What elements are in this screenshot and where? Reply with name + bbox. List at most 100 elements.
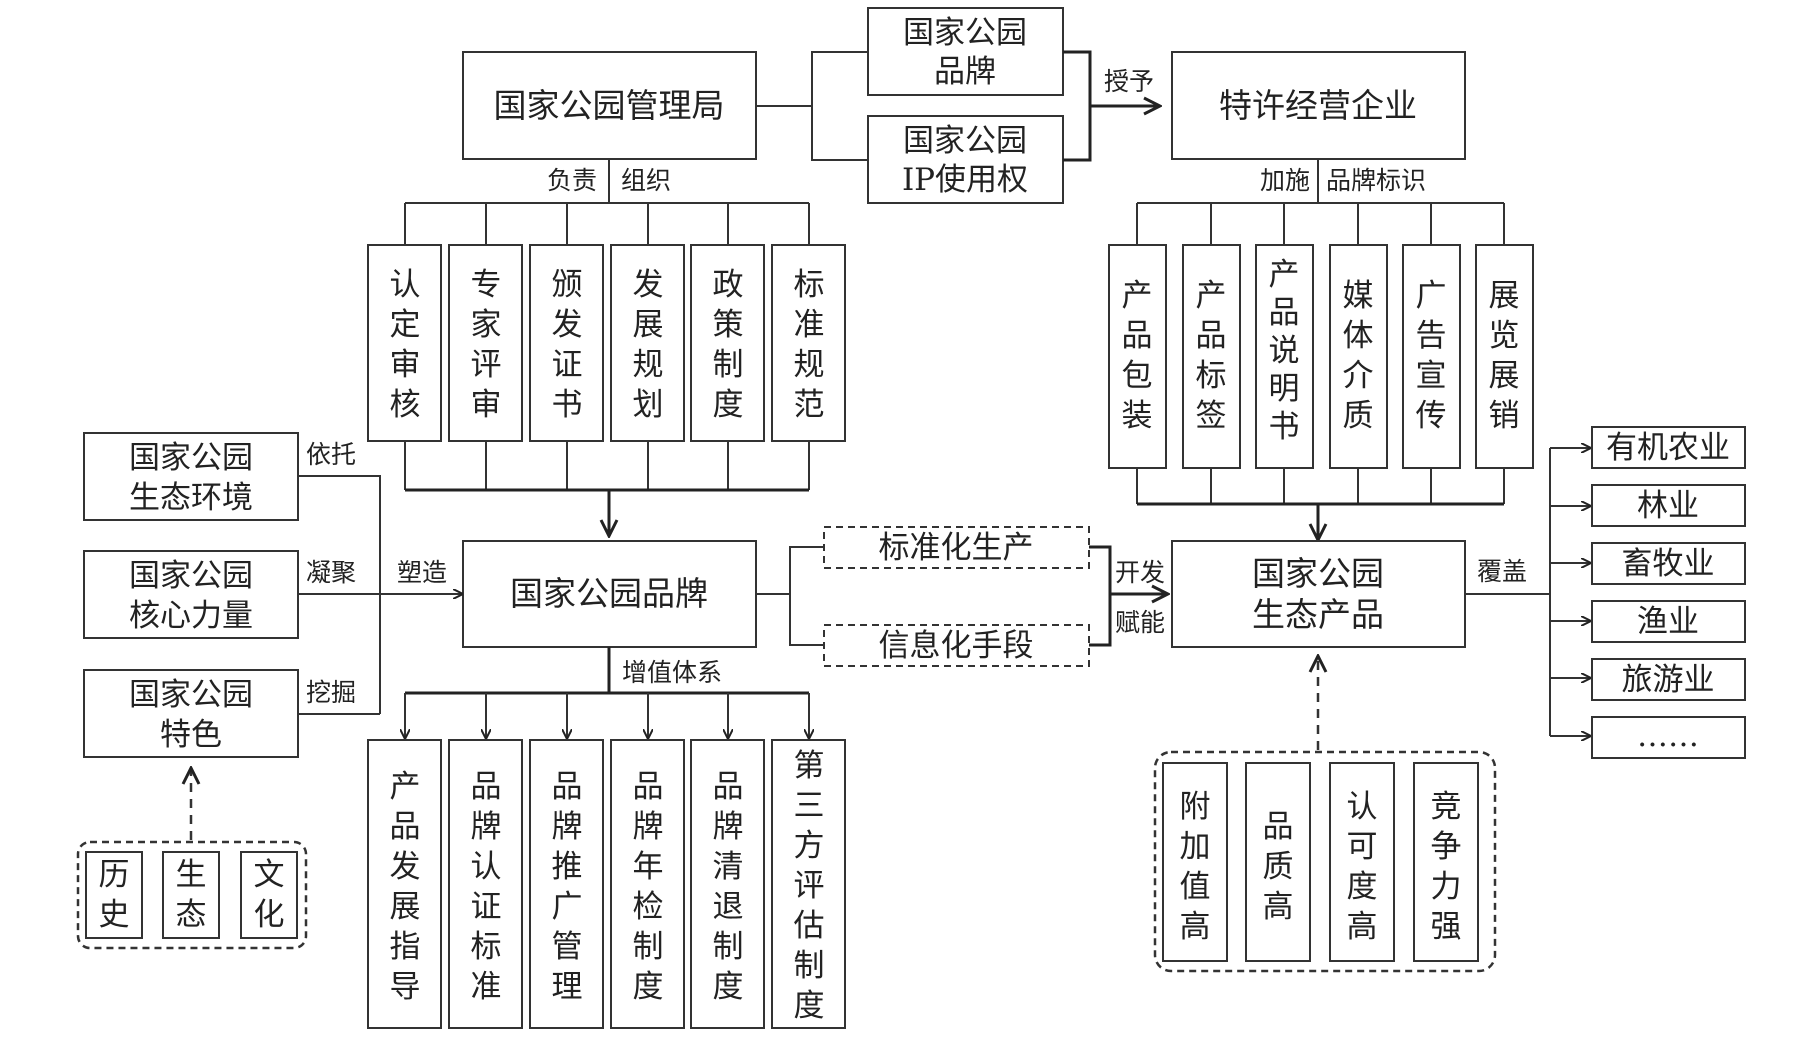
feature-group [76,840,308,950]
feature-item-history: 历 史 [85,851,143,939]
svg-text:划: 划 [633,387,664,423]
svg-text:证: 证 [471,889,502,925]
brand-mark-column-6: 展 览 展 销 [1475,244,1534,469]
svg-text:……: …… [1637,718,1699,754]
ip-right-box [867,115,1064,204]
industry-item-4: 渔业 [1591,600,1746,643]
value-column-4: 品 牌 年 检 制 度 [610,739,685,1029]
product-traits-group [1153,750,1497,973]
svg-text:书: 书 [552,387,583,423]
industry-item-5: 旅游业 [1591,658,1746,701]
ip-right-line1: 国家公园 [903,123,1027,159]
value-system-label: 增值体系 [622,658,722,687]
svg-text:渔业: 渔业 [1637,604,1699,640]
svg-text:三: 三 [794,788,825,824]
organize-label: 组织 [621,166,671,195]
svg-text:第: 第 [794,748,825,784]
trait-item-4: 竞 争 力 强 [1413,762,1479,962]
duty-column-5: 政 策 制 度 [690,244,765,442]
duty-to-brand-arrow [405,488,809,536]
svg-text:发: 发 [633,267,664,303]
svg-text:告: 告 [1416,318,1447,354]
svg-text:品: 品 [1196,318,1227,354]
feature-item-culture: 文 化 [240,851,298,939]
svg-text:品: 品 [471,769,502,805]
svg-text:体: 体 [1343,318,1374,354]
feature-item-ecology: 生 态 [162,851,220,939]
svg-text:林业: 林业 [1637,488,1699,524]
svg-text:说: 说 [1269,333,1300,369]
gather-label: 凝聚 [306,558,356,587]
feature-box [83,669,299,758]
svg-text:产: 产 [1269,257,1300,293]
svg-text:制: 制 [633,929,664,965]
svg-text:导: 导 [390,969,421,1005]
bureau-label: 国家公园管理局 [494,86,725,125]
svg-text:展: 展 [633,307,664,343]
svg-text:展: 展 [1489,278,1520,314]
eco-env-line1: 国家公园 [129,440,253,476]
value-column-1: 产 品 发 展 指 导 [367,739,442,1029]
svg-text:包: 包 [1122,358,1153,394]
develop-label: 开发 [1115,558,1165,587]
svg-text:牌: 牌 [471,809,502,845]
svg-text:评: 评 [794,868,825,904]
svg-text:文: 文 [254,857,285,893]
responsible-label: 负责 [547,166,597,195]
svg-text:品: 品 [1122,318,1153,354]
shape-label: 塑造 [397,558,447,587]
svg-text:标: 标 [794,267,825,303]
enterprise-label: 特许经营企业 [1219,86,1417,125]
svg-text:审: 审 [390,347,421,383]
svg-text:政: 政 [713,267,744,303]
eco-env-box [83,432,299,521]
svg-text:品: 品 [633,769,664,805]
svg-text:装: 装 [1122,398,1153,434]
brand-mark-column-2: 产 品 标 签 [1182,244,1241,469]
svg-text:销: 销 [1489,398,1520,434]
brand-mark-column-1: 产 品 包 装 [1108,244,1167,469]
svg-text:证: 证 [552,347,583,383]
svg-text:推: 推 [552,849,583,885]
svg-text:家: 家 [471,307,502,343]
svg-text:定: 定 [390,307,421,343]
svg-text:可: 可 [1347,829,1378,865]
svg-text:牌: 牌 [633,809,664,845]
svg-text:牌: 牌 [713,809,744,845]
svg-text:力: 力 [1431,869,1462,905]
core-power-line2: 核心力量 [129,598,253,634]
info-means-label: 信息化手段 [879,628,1034,664]
value-column-2: 品 牌 认 证 标 准 [448,739,523,1029]
value-column-3: 品 牌 推 广 管 理 [529,739,604,1029]
svg-text:广: 广 [1416,278,1447,314]
brand-center-box [462,540,757,648]
svg-text:发: 发 [552,307,583,343]
mark-to-product-arrow [1137,502,1504,540]
brand-mark-column-3: 产 品 说 明 书 [1255,244,1314,469]
duty-column-6: 标 准 规 范 [771,244,846,442]
enterprise-mark-tree [1136,159,1505,245]
svg-text:退: 退 [713,889,744,925]
duty-join-lines [404,441,810,490]
bureau-duty-tree [404,159,810,245]
svg-text:专: 专 [471,267,502,303]
svg-text:争: 争 [1431,829,1462,865]
brand-top-box [867,7,1064,96]
svg-text:书: 书 [1269,409,1300,445]
svg-text:签: 签 [1196,398,1227,434]
svg-text:度: 度 [713,387,744,423]
svg-text:品: 品 [713,769,744,805]
svg-text:年: 年 [633,849,664,885]
svg-text:介: 介 [1343,358,1374,394]
svg-text:度: 度 [1347,869,1378,905]
rely-label: 依托 [306,440,356,469]
industry-item-1: 有机农业 [1591,426,1746,469]
svg-text:度: 度 [794,988,825,1024]
brand-center-label: 国家公园品牌 [510,574,708,613]
core-power-line1: 国家公园 [129,558,253,594]
brand-top-line2: 品牌 [934,54,996,90]
svg-text:指: 指 [390,929,421,965]
svg-text:准: 准 [471,969,502,1005]
svg-text:估: 估 [794,908,825,944]
